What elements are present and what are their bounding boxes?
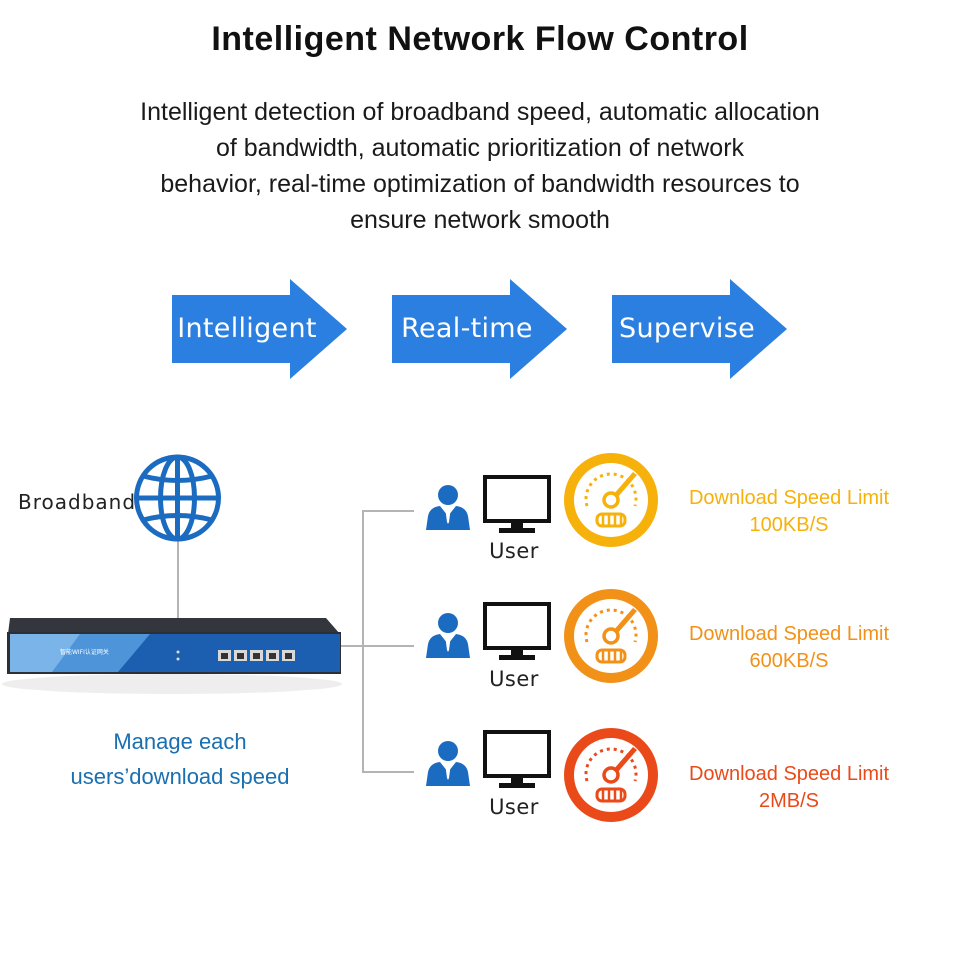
- speed-limit-text: Download Speed Limit 100KB/S: [659, 485, 919, 539]
- speed-limit-title: Download Speed Limit: [688, 487, 890, 509]
- connector-line: [340, 645, 414, 647]
- arrow-shape-icon: [392, 279, 567, 379]
- description: Intelligent detection of broadband speed…: [90, 94, 870, 238]
- page-title: Intelligent Network Flow Control: [211, 20, 749, 58]
- speedometer-icon: [564, 728, 658, 822]
- arrow-label: Real-time: [401, 313, 533, 344]
- monitor-icon: [483, 475, 551, 533]
- person-icon: [426, 485, 470, 530]
- speed-limit-text: Download Speed Limit 2MB/S: [659, 761, 919, 815]
- connector-line: [362, 510, 414, 512]
- speed-limit-value: 600KB/S: [749, 650, 829, 672]
- manage-caption: Manage each users’download speed: [40, 724, 320, 794]
- speedometer-icon: [564, 589, 658, 683]
- connector-line: [362, 510, 364, 772]
- arrow-supervise: Supervise: [612, 279, 787, 379]
- description-line: Intelligent detection of broadband speed…: [140, 98, 820, 126]
- arrow-label: Supervise: [619, 313, 755, 344]
- description-line: ensure network smooth: [350, 206, 610, 234]
- description-line: behavior, real-time optimization of band…: [160, 170, 800, 198]
- arrow-label: Intelligent: [177, 313, 317, 344]
- broadband-label: Broadband: [18, 490, 137, 514]
- person-icon: [426, 613, 470, 658]
- arrow-shape-icon: [172, 279, 347, 379]
- user-label: User: [489, 667, 539, 691]
- user-label: User: [489, 795, 539, 819]
- speed-limit-value: 100KB/S: [749, 514, 829, 536]
- manage-line: Manage each: [113, 729, 247, 754]
- connector-line: [362, 771, 414, 773]
- speed-limit-text: Download Speed Limit 600KB/S: [659, 621, 919, 675]
- speed-limit-title: Download Speed Limit: [688, 623, 890, 645]
- user-label: User: [489, 539, 539, 563]
- globe-icon: [134, 454, 221, 542]
- connector-line: [177, 540, 179, 622]
- monitor-icon: [483, 730, 551, 788]
- person-icon: [426, 741, 470, 786]
- arrow-shape-icon: [612, 279, 787, 379]
- arrow-intelligent: Intelligent: [172, 279, 347, 379]
- speed-limit-value: 2MB/S: [758, 790, 820, 812]
- speedometer-icon: [564, 453, 658, 547]
- monitor-icon: [483, 602, 551, 660]
- manage-line: users’download speed: [70, 764, 290, 789]
- arrow-real-time: Real-time: [392, 279, 567, 379]
- device-brand-text: 智能WIFI认证网关: [60, 648, 109, 656]
- router-device-icon: 智能WIFI认证网关: [2, 618, 342, 694]
- description-line: of bandwidth, automatic prioritization o…: [215, 134, 745, 162]
- speed-limit-title: Download Speed Limit: [688, 763, 890, 785]
